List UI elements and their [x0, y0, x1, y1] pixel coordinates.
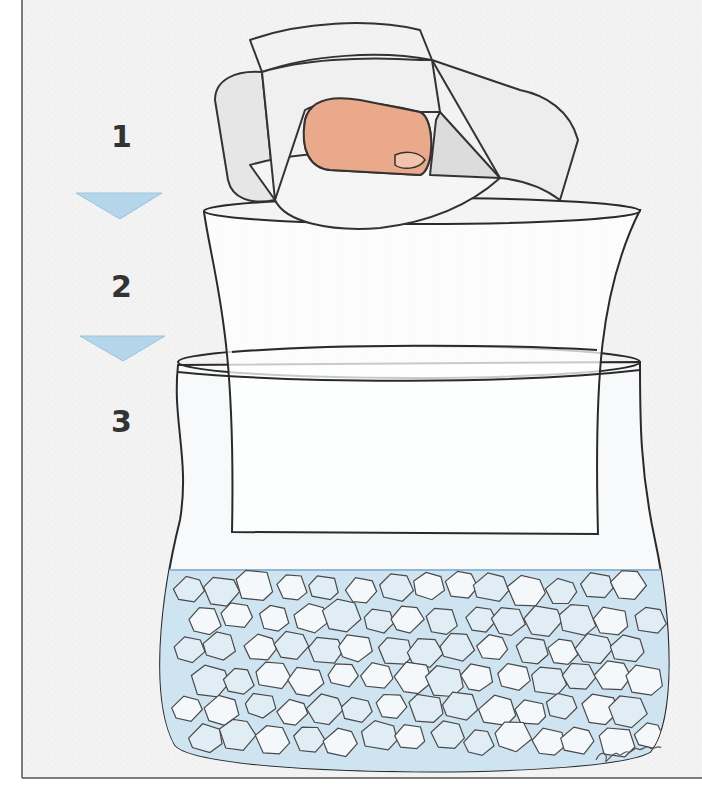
ice-cube [562, 663, 595, 689]
ice-cube [593, 607, 627, 635]
ice-cube [309, 576, 339, 600]
ice-cube [634, 723, 664, 748]
ice-cube [546, 693, 577, 719]
ice-cube [221, 603, 253, 628]
ice-cube [464, 730, 494, 756]
ice-cube [409, 695, 443, 723]
ice-cube [256, 662, 291, 689]
ice-cube [277, 699, 308, 725]
ice-cube [294, 727, 326, 752]
ice-cube [309, 637, 344, 663]
ice-cube [362, 721, 398, 750]
ice-cube [548, 639, 578, 664]
callout-number: 1 [111, 122, 132, 152]
ice-cube [323, 599, 361, 632]
ice-cube [203, 632, 235, 660]
ice-cube [223, 668, 254, 694]
ice-cube [473, 573, 508, 601]
ice-cube [376, 695, 407, 719]
ice-cube [559, 605, 596, 636]
ice-cube [426, 608, 457, 634]
ice-cube [204, 577, 240, 606]
ice-cube [515, 700, 546, 724]
ice-cube [477, 635, 508, 660]
ice-cube [495, 722, 532, 752]
ice-cube [328, 664, 358, 687]
ice-cube [575, 634, 613, 664]
ice-cube [361, 663, 393, 689]
callout-number: 3 [111, 407, 132, 437]
ice-cube [426, 666, 464, 697]
ice-cube [219, 719, 256, 750]
ice-cube [610, 635, 644, 662]
ice-cube [364, 609, 394, 633]
ice-cube [491, 608, 525, 636]
ice-cube [277, 575, 307, 600]
ice-cube [611, 571, 647, 600]
ice-cube [189, 724, 222, 753]
ice-cube [594, 661, 631, 690]
ice-cube [236, 570, 273, 600]
ice-cube [581, 573, 613, 598]
ice-cube [255, 726, 289, 754]
ice-cube [244, 634, 276, 660]
ice-cube [609, 696, 647, 728]
ice-cube [391, 606, 424, 633]
ice-cube [294, 604, 328, 633]
ice-cube [189, 608, 221, 635]
ice-cube [507, 575, 545, 606]
ice-cube [545, 578, 576, 603]
ice-cube [288, 667, 324, 696]
ice-cube [461, 664, 493, 691]
ice-cube [245, 694, 275, 719]
ice-cube [260, 606, 289, 632]
ice-cube [561, 727, 594, 754]
ice-cube [626, 665, 662, 695]
ice-cube [524, 606, 562, 636]
ice-cube [323, 728, 357, 756]
ice-cube [635, 607, 666, 633]
ice-cube [380, 574, 414, 601]
ice-cube [440, 633, 475, 661]
ice-cube [516, 637, 548, 663]
ice-cube [395, 725, 425, 749]
ice-cube [498, 664, 530, 691]
ice-cube [345, 578, 376, 603]
ice-cube [431, 721, 464, 748]
ice-cube [172, 696, 203, 721]
ice-cube [414, 572, 445, 599]
ice-cube [532, 728, 565, 755]
ice-cube [174, 637, 205, 663]
ice-cube [443, 692, 478, 720]
ice-cube [341, 697, 372, 722]
ice-cube [173, 576, 204, 602]
callout-number: 2 [111, 272, 132, 302]
ice-cube [532, 667, 567, 695]
ice-cube [306, 694, 343, 725]
ice-cube [274, 631, 309, 659]
ice-cube [379, 638, 413, 665]
ice-cube [479, 695, 516, 725]
ice-cube [339, 635, 373, 662]
